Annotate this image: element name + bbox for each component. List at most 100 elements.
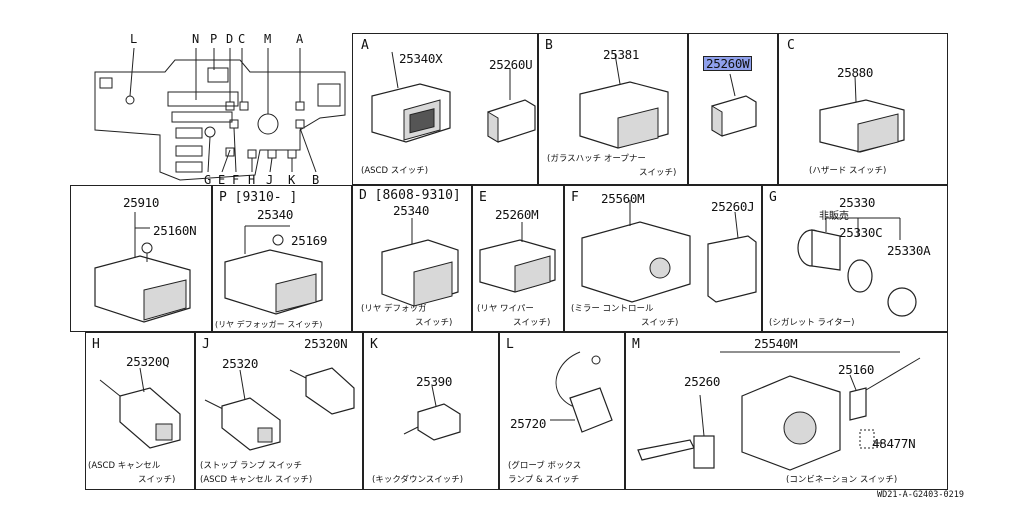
- panel-p-letter: P [9310- ]: [219, 190, 298, 205]
- overview-letter-b: B: [312, 173, 320, 187]
- part-25390[interactable]: 25390: [416, 374, 453, 389]
- part-25330c[interactable]: 25330C: [839, 225, 883, 240]
- panel-d-caption-1: (リヤ デフォッガ: [361, 304, 427, 314]
- panel-d-caption-2: スイッチ): [415, 318, 453, 328]
- panel-b2[interactable]: 25260W: [688, 33, 778, 185]
- panel-d-letter: D [8608-9310]: [359, 188, 461, 203]
- panel-e-letter: E: [479, 190, 487, 205]
- part-25910[interactable]: 25910: [123, 195, 160, 210]
- part-48477n[interactable]: 48477N: [872, 436, 916, 451]
- overview-letter-g: G: [204, 173, 212, 187]
- switch-25381-drawing: [579, 53, 669, 149]
- panel-h-letter: H: [92, 337, 100, 352]
- panel-p-caption: (リヤ デフォッガー スイッチ): [215, 320, 323, 329]
- glove-box-lamp-drawing: [550, 351, 613, 433]
- panel-e[interactable]: E 25260M (リヤ ワイパー スイッチ): [472, 185, 564, 332]
- mirror-control-25560m-drawing: [581, 200, 691, 303]
- overview-letter-f: F: [232, 173, 240, 187]
- panel-b[interactable]: B 25381 (ガラスハッチ オープナー スイッチ): [538, 33, 688, 185]
- part-25330[interactable]: 25330: [839, 195, 876, 210]
- panel-b-caption-2: スイッチ): [639, 168, 677, 178]
- overview-letter-a: A: [296, 32, 304, 46]
- panel-25910[interactable]: 25910 25160N: [70, 185, 212, 332]
- panel-a-letter: A: [361, 38, 369, 53]
- panel-p[interactable]: P [9310- ] 25340 25169 (リヤ デフォッガー スイッチ): [212, 185, 352, 332]
- overview-letter-h: H: [248, 173, 256, 187]
- part-25160n[interactable]: 25160N: [153, 223, 197, 238]
- panel-c-letter: C: [787, 38, 795, 53]
- panel-m[interactable]: M 25540M 25260 25160 48477N (コンビネーション スイ…: [625, 332, 948, 490]
- part-25169[interactable]: 25169: [291, 233, 328, 248]
- panel-l-caption-2: ランプ & スイッチ: [508, 475, 580, 485]
- part-25720[interactable]: 25720: [510, 416, 547, 431]
- panel-c-caption: (ハザード スイッチ): [809, 166, 887, 176]
- panel-c[interactable]: C 25880 (ハザード スイッチ): [778, 33, 948, 185]
- part-25340x[interactable]: 25340X: [399, 51, 443, 66]
- switch-25910-drawing: [94, 212, 191, 323]
- part-25260[interactable]: 25260: [684, 374, 721, 389]
- panel-j-caption-2: (ASCD キャンセル スイッチ): [200, 475, 313, 485]
- switch-25260m-drawing: [479, 222, 556, 293]
- switch-25880-drawing: [819, 75, 905, 153]
- part-25340-p[interactable]: 25340: [257, 207, 294, 222]
- diagram-reference-code: WD21-A-G2403-0219: [877, 490, 964, 500]
- combination-switch-drawing: [637, 351, 921, 471]
- panel-k-caption: (キックダウンスイッチ): [372, 475, 464, 485]
- part-25340-d[interactable]: 25340: [393, 203, 430, 218]
- overview-letter-j: J: [266, 173, 274, 187]
- not-for-sale-label: 非販売: [819, 211, 849, 222]
- panel-k[interactable]: K 25390 (キックダウンスイッチ): [363, 332, 499, 490]
- cancel-switch-25320q-drawing: [99, 367, 181, 449]
- panel-a-caption: (ASCD スイッチ): [361, 166, 429, 176]
- panel-l-letter: L: [506, 337, 514, 352]
- panel-h-caption-2: スイッチ): [138, 475, 176, 485]
- overview-letter-p: P: [210, 32, 218, 46]
- panel-m-letter: M: [632, 337, 640, 352]
- part-25381[interactable]: 25381: [603, 47, 640, 62]
- cigarette-lighter-drawing: [797, 217, 917, 317]
- panel-f-caption-1: (ミラー コントロール: [571, 304, 654, 314]
- part-25320q[interactable]: 25320Q: [126, 354, 170, 369]
- cover-25260w-drawing: [711, 73, 757, 137]
- overview-letter-l: L: [130, 32, 138, 46]
- part-25320[interactable]: 25320: [222, 356, 259, 371]
- panel-g-letter: G: [769, 190, 777, 205]
- part-25260u[interactable]: 25260U: [489, 57, 533, 72]
- part-25160[interactable]: 25160: [838, 362, 875, 377]
- panel-f[interactable]: F 25560M 25260J (ミラー コントロール スイッチ): [564, 185, 762, 332]
- cover-25260u-drawing: [487, 68, 536, 143]
- panel-h-caption-1: (ASCD キャンセル: [88, 461, 161, 471]
- panel-f-caption-2: スイッチ): [641, 318, 679, 328]
- panel-j[interactable]: J 25320 25320N (ストップ ランプ スイッチ (ASCD キャンセ…: [195, 332, 363, 490]
- stop-lamp-switch-drawing: [204, 367, 355, 451]
- overview-letter-n: N: [192, 32, 200, 46]
- part-25540m[interactable]: 25540M: [754, 336, 798, 351]
- panel-a[interactable]: A 25340X 25260U (ASCD スイッチ): [352, 33, 538, 185]
- part-25320n[interactable]: 25320N: [304, 336, 348, 351]
- overview-letter-m: M: [264, 32, 272, 46]
- panel-l[interactable]: L 25720 (グローブ ボックス ランプ & スイッチ: [499, 332, 625, 490]
- panel-b-letter: B: [545, 38, 553, 53]
- panel-d[interactable]: D [8608-9310] 25340 (リヤ デフォッガ スイッチ): [352, 185, 472, 332]
- panel-k-letter: K: [370, 337, 378, 352]
- overview-letter-c: C: [238, 32, 246, 46]
- part-25260j[interactable]: 25260J: [711, 199, 755, 214]
- switch-25340-d-drawing: [381, 218, 459, 307]
- part-25330a[interactable]: 25330A: [887, 243, 931, 258]
- panel-h[interactable]: H 25320Q (ASCD キャンセル スイッチ): [85, 332, 195, 490]
- panel-g-caption: (シガレット ライター): [769, 318, 855, 328]
- panel-m-caption: (コンビネーション スイッチ): [786, 475, 898, 485]
- kickdown-switch-drawing: [403, 385, 461, 441]
- panel-e-caption-1: (リヤ ワイパー: [477, 304, 534, 314]
- panel-e-caption-2: スイッチ): [513, 318, 551, 328]
- part-25560m[interactable]: 25560M: [601, 191, 645, 206]
- dashboard-overview-drawing: [94, 47, 346, 181]
- part-25880[interactable]: 25880: [837, 65, 874, 80]
- overview-letter-d: D: [226, 32, 234, 46]
- switch-25340-p-drawing: [224, 225, 323, 315]
- panel-g[interactable]: G 25330 非販売 25330C 25330A (シガレット ライター): [762, 185, 948, 332]
- part-25260m[interactable]: 25260M: [495, 207, 539, 222]
- part-25260w-highlighted[interactable]: 25260W: [703, 56, 753, 71]
